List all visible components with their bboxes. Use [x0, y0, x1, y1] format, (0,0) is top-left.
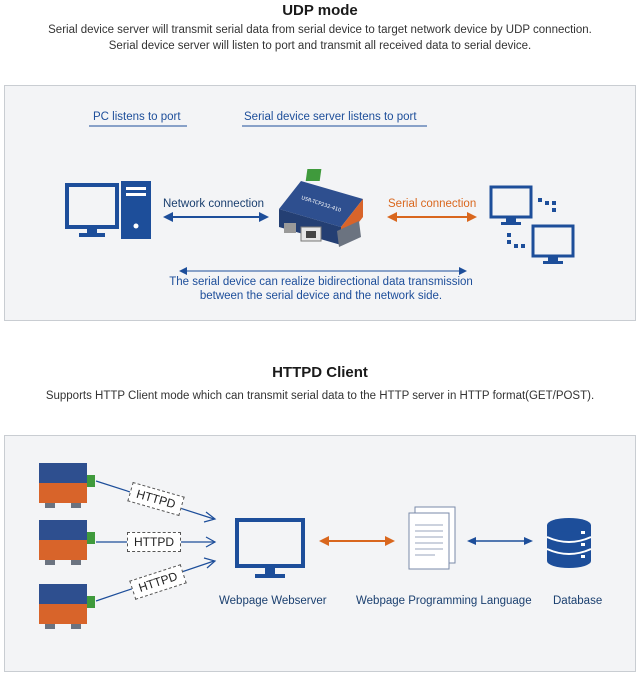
- serial-device-server-icon: USR-TCP232-410: [279, 169, 363, 247]
- documents-icon: [408, 506, 456, 570]
- webserver-icon: [235, 518, 305, 578]
- httpd-desc: Supports HTTP Client mode which can tran…: [45, 390, 595, 402]
- serial-connection-arrow: [387, 212, 477, 222]
- serial-devices-icon: [489, 185, 575, 264]
- database-icon: [546, 518, 592, 568]
- udp-title: UDP mode: [282, 2, 358, 19]
- webserver-language-arrow: [319, 536, 395, 546]
- httpd-diagram-graphics: [39, 463, 592, 629]
- bidirectional-arrow: [179, 267, 467, 275]
- udp-diagram-graphics: USR-TCP232-410: [65, 125, 575, 275]
- udp-diagram-panel: USR-TCP232-410: [4, 85, 636, 321]
- pc-icon: [65, 181, 151, 239]
- httpd-tag-2: HTTPD: [127, 532, 181, 552]
- device-server-icon-3: [39, 584, 95, 629]
- udp-desc-line2: Serial device server will listen to port…: [108, 40, 532, 52]
- network-connection-arrow: [163, 212, 269, 222]
- device-server-icon-1: [39, 463, 95, 508]
- httpd-diagram-panel: HTTPD HTTPD HTTPD Webpage Webserver Webp…: [4, 435, 636, 672]
- serial-connection-label: Serial connection: [388, 198, 477, 210]
- httpd-title: HTTPD Client: [272, 364, 368, 381]
- device-server-icon-2: [39, 520, 95, 565]
- webserver-label: Webpage Webserver: [219, 595, 327, 607]
- network-connection-label: Network connection: [163, 198, 264, 210]
- pc-listens-label: PC listens to port: [93, 111, 181, 123]
- bidirectional-line2: between the serial device and the networ…: [199, 290, 443, 302]
- udp-desc-line1: Serial device server will transmit seria…: [48, 24, 592, 36]
- language-database-arrow: [467, 537, 533, 545]
- bidirectional-line1: The serial device can realize bidirectio…: [169, 276, 473, 288]
- database-label: Database: [553, 595, 603, 607]
- server-listens-label: Serial device server listens to port: [244, 111, 417, 123]
- programming-language-label: Webpage Programming Language: [356, 595, 532, 607]
